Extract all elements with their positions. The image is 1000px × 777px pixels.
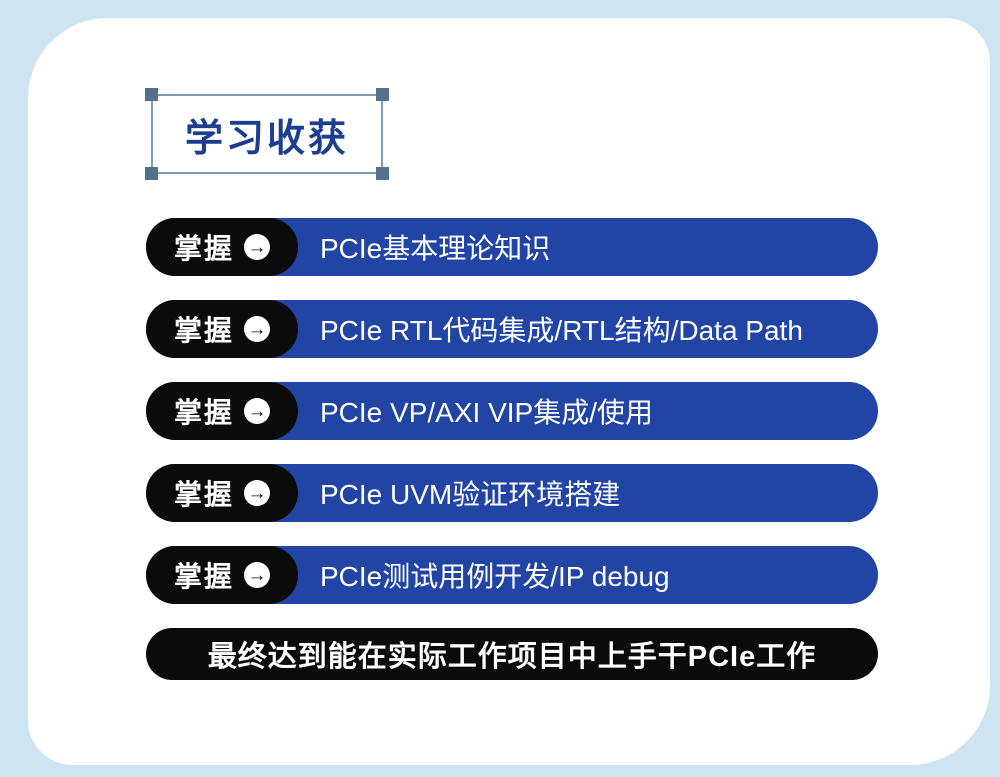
benefit-text: PCIe VP/AXI VIP集成/使用 — [320, 397, 653, 428]
benefit-text: PCIe UVM验证环境搭建 — [320, 479, 621, 510]
page-title: 学习收获 — [184, 117, 349, 160]
summary-bar: 最终达到能在实际工作项目中上手干PCIe工作 — [146, 628, 878, 680]
summary-text: 最终达到能在实际工作项目中上手干PCIe工作 — [207, 641, 817, 673]
tag-label: 掌握 — [173, 315, 234, 346]
benefit-text: PCIe基本理论知识 — [320, 233, 551, 264]
benefit-row: 掌握 → PCIe RTL代码集成/RTL结构/Data Path — [146, 300, 878, 358]
tag-label: 掌握 — [173, 233, 234, 264]
benefit-text: PCIe测试用例开发/IP debug — [320, 561, 670, 592]
benefit-row: 掌握 → PCIe测试用例开发/IP debug — [146, 546, 878, 604]
corner-handle-top-left — [145, 88, 158, 101]
corner-handle-top-right — [376, 88, 389, 101]
benefit-row: 掌握 → PCIe UVM验证环境搭建 — [146, 464, 878, 522]
tag-label: 掌握 — [173, 397, 234, 428]
tag-pill: 掌握 → — [146, 218, 298, 276]
arrow-right-icon: → — [244, 316, 270, 342]
benefit-text: PCIe RTL代码集成/RTL结构/Data Path — [320, 315, 803, 346]
section-title-box: 学习收获 — [145, 88, 389, 180]
arrow-right-icon: → — [244, 562, 270, 588]
content-card: 学习收获 掌握 → PCIe基本理论知识 掌握 → PCIe RTL代码集成/R… — [28, 18, 990, 765]
tag-pill: 掌握 → — [146, 464, 298, 522]
corner-handle-bottom-left — [145, 167, 158, 180]
arrow-right-icon: → — [244, 480, 270, 506]
tag-pill: 掌握 → — [146, 382, 298, 440]
tag-pill: 掌握 → — [146, 546, 298, 604]
tag-label: 掌握 — [173, 479, 234, 510]
tag-pill: 掌握 → — [146, 300, 298, 358]
tag-label: 掌握 — [173, 561, 234, 592]
corner-handle-bottom-right — [376, 167, 389, 180]
arrow-right-icon: → — [244, 398, 270, 424]
arrow-right-icon: → — [244, 234, 270, 260]
benefit-row: 掌握 → PCIe VP/AXI VIP集成/使用 — [146, 382, 878, 440]
benefit-row: 掌握 → PCIe基本理论知识 — [146, 218, 878, 276]
